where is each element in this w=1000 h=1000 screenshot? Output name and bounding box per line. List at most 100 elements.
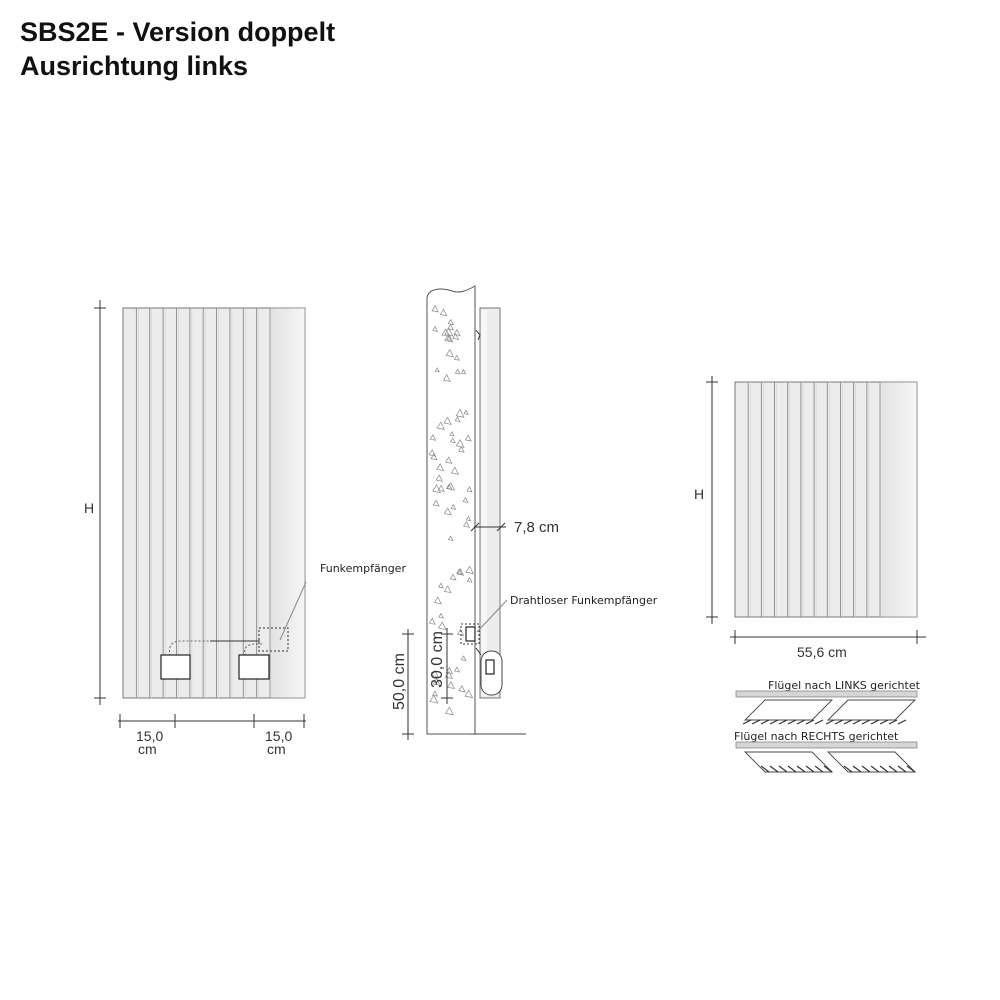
wall-speckle <box>441 328 451 338</box>
front-fins <box>135 308 259 698</box>
wall-speckle <box>433 596 442 605</box>
fins-left-tooth <box>760 719 770 725</box>
fins-left-diagram <box>742 699 917 725</box>
wall-speckle <box>452 333 460 340</box>
wall-speckle <box>458 684 466 693</box>
side-view: 7,8 cm Drahtloser Funkempfänger 50,0 cm … <box>391 285 658 740</box>
fins-left-tooth <box>897 719 907 725</box>
wall-speckle <box>449 437 456 444</box>
fins-right-tooth <box>805 765 815 773</box>
side-dim-30-label: 30,0 cm <box>429 631 446 688</box>
front-view: H Funkempfänger 15,0 cm 15,0 cm <box>84 300 406 757</box>
fins-right-tooth <box>870 765 880 773</box>
fins-right-tooth <box>852 765 862 773</box>
wall-speckle <box>465 565 474 575</box>
fins-right-tooth <box>796 765 806 773</box>
wall-speckle <box>466 486 473 493</box>
front-dim-left-unit: cm <box>138 741 157 757</box>
fins-left-tooth <box>825 719 835 725</box>
wall-speckle <box>432 499 440 507</box>
fins-left-tooth <box>814 719 824 725</box>
side-wall <box>426 285 476 735</box>
fins-left-tooth <box>879 719 889 725</box>
wall-speckle <box>429 434 437 441</box>
fins-right-tooth <box>843 765 853 773</box>
wall-speckle <box>443 507 452 516</box>
side-depth-dim-tick-left <box>470 522 480 532</box>
wall-speckle <box>449 431 455 437</box>
wall-speckle <box>431 690 439 697</box>
wall-speckle <box>453 328 461 337</box>
title-line-2: Ausrichtung links <box>20 51 249 81</box>
small-radiator-side-panel <box>879 381 918 618</box>
wall-speckle <box>431 305 439 313</box>
fins-right-tooth <box>814 765 824 773</box>
wall-speckle <box>465 515 472 522</box>
wall-speckle <box>438 582 444 589</box>
wall-speckle <box>455 408 465 418</box>
fins-right-tooth <box>760 765 770 773</box>
front-dim-left-value: 15,0 <box>136 728 163 744</box>
fins-right-label: Flügel nach RECHTS gerichtet <box>734 730 899 743</box>
wall-speckle <box>432 678 441 686</box>
front-receiver-box <box>258 627 289 652</box>
small-width-label: 55,6 cm <box>797 644 847 660</box>
fins-right-tooth <box>906 765 916 773</box>
wall-speckle <box>455 438 465 448</box>
wall-speckle <box>453 354 460 361</box>
front-connection-box-left <box>160 654 191 680</box>
wall-speckle <box>458 446 465 453</box>
wall-speckle <box>436 421 445 430</box>
front-height-label: H <box>84 500 94 516</box>
fins-left-plate <box>826 699 917 721</box>
small-fins <box>747 382 870 617</box>
wall-speckle <box>443 585 452 594</box>
wall-speckle <box>444 333 454 343</box>
front-dim-right-unit: cm <box>267 741 286 757</box>
fins-right-tooth <box>778 765 788 773</box>
fins-right-tooth <box>888 765 898 773</box>
wall-speckle <box>447 535 454 542</box>
fins-left-tooth <box>843 719 853 725</box>
fins-left-tooth <box>888 719 898 725</box>
wall-speckle <box>450 466 460 475</box>
fins-left-bar <box>735 690 918 698</box>
wall-speckle <box>463 520 470 528</box>
side-radiator-highlight <box>481 310 487 696</box>
fins-left-tooth <box>787 719 797 725</box>
front-receiver-leader <box>279 581 307 641</box>
wall-speckle <box>447 323 454 331</box>
wall-speckle <box>443 416 452 425</box>
fins-left-tooth <box>751 719 761 725</box>
wall-speckle <box>462 496 469 504</box>
wall-speckle <box>446 483 453 490</box>
wall-speckle <box>444 327 454 337</box>
fins-left-tooth <box>852 719 862 725</box>
wall-speckle <box>432 325 439 332</box>
front-receiver-label: Funkempfänger <box>320 562 406 575</box>
small-height-label: H <box>694 486 704 502</box>
wall-speckle <box>439 308 448 317</box>
wall-speckle <box>428 449 437 457</box>
wall-speckle <box>436 463 445 472</box>
wall-speckle <box>454 368 461 375</box>
wall-speckle <box>438 612 444 619</box>
wall-speckle <box>464 434 472 442</box>
front-pipe-left <box>169 640 210 657</box>
wall-speckle <box>434 367 440 373</box>
side-receiver-leader <box>476 599 508 633</box>
wall-speckle <box>430 453 438 461</box>
wall-speckle <box>456 568 465 576</box>
fins-right-tooth <box>787 765 797 773</box>
wall-speckle <box>450 504 457 510</box>
wall-speckle <box>460 655 467 662</box>
wall-speckle <box>442 374 451 382</box>
wall-speckle <box>435 474 443 482</box>
fins-right-tooth <box>879 765 889 773</box>
fins-right-diagram <box>743 751 917 773</box>
fins-left-tooth <box>834 719 844 725</box>
fins-left-tooth <box>742 719 752 725</box>
wall-speckle <box>428 617 436 625</box>
side-depth-label: 7,8 cm <box>514 519 559 536</box>
